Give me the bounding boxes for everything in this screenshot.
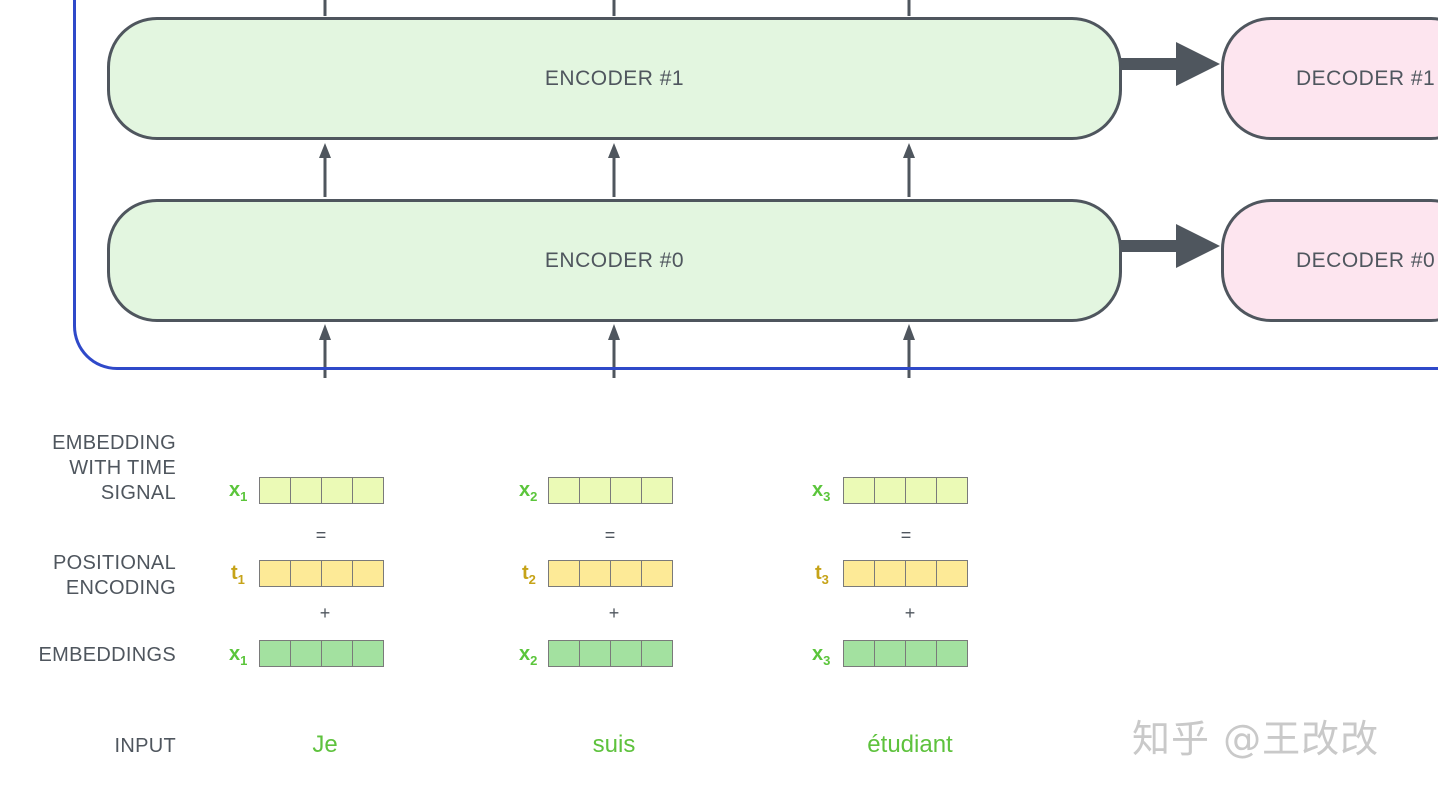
embedding-vector-3 xyxy=(843,640,968,667)
row-label-positional: POSITIONAL ENCODING xyxy=(52,552,176,599)
signal-vector-2 xyxy=(548,477,673,504)
encoder-0-box: ENCODER #0 xyxy=(107,199,1122,322)
input-word-etudiant: étudiant xyxy=(867,731,953,758)
input-word-suis: suis xyxy=(592,731,636,758)
decoder-1-box: DECODER #1 xyxy=(1221,17,1438,140)
signal-symbol-x3: x3 xyxy=(812,479,831,504)
arrowhead-mid-1 xyxy=(319,143,331,158)
watermark-text: 知乎 @王改改 xyxy=(1132,717,1380,761)
signal-symbol-x1: x1 xyxy=(229,479,248,504)
encoder-stack-frame xyxy=(73,0,1438,370)
arrowhead-in-1 xyxy=(319,324,331,340)
input-word-je: Je xyxy=(312,731,338,758)
decoder-1-label: DECODER #1 xyxy=(1296,66,1436,90)
row-label-input: INPUT xyxy=(114,735,176,757)
positional-symbol-t1: t1 xyxy=(231,562,245,587)
enc1-dec1-arrow-shaft xyxy=(1121,58,1177,70)
encoder-0-label: ENCODER #0 xyxy=(544,248,685,272)
signal-vector-1 xyxy=(259,477,384,504)
encoder-1-box: ENCODER #1 xyxy=(107,17,1122,140)
equals-sign-2: = xyxy=(604,525,616,545)
embedding-symbol-x1: x1 xyxy=(229,643,248,668)
arrowhead-mid-2 xyxy=(608,143,620,158)
enc0-dec0-arrow-shaft xyxy=(1121,240,1177,252)
positional-vector-1 xyxy=(259,560,384,587)
positional-symbol-t3: t3 xyxy=(815,562,829,587)
embedding-vector-2 xyxy=(548,640,673,667)
equals-sign-1: = xyxy=(315,525,327,545)
decoder-0-label: DECODER #0 xyxy=(1296,248,1436,272)
embedding-symbol-x3: x3 xyxy=(812,643,831,668)
embedding-symbol-x2: x2 xyxy=(519,643,538,668)
embedding-vector-1 xyxy=(259,640,384,667)
decoder-0-box: DECODER #0 xyxy=(1221,199,1438,322)
row-label-signal: EMBEDDING WITH TIME SIGNAL xyxy=(52,432,176,504)
arrowhead-in-2 xyxy=(608,324,620,340)
arrowhead-in-3 xyxy=(903,324,915,340)
positional-symbol-t2: t2 xyxy=(522,562,536,587)
plus-sign-3: + xyxy=(904,603,916,623)
positional-vector-2 xyxy=(548,560,673,587)
plus-sign-1: + xyxy=(319,603,331,623)
encoder-1-label: ENCODER #1 xyxy=(544,66,685,90)
enc0-dec0-arrowhead xyxy=(1176,224,1220,268)
signal-symbol-x2: x2 xyxy=(519,479,538,504)
arrowhead-mid-3 xyxy=(903,143,915,158)
signal-vector-3 xyxy=(843,477,968,504)
row-label-embeddings: EMBEDDINGS xyxy=(38,644,176,666)
positional-vector-3 xyxy=(843,560,968,587)
enc1-dec1-arrowhead xyxy=(1176,42,1220,86)
equals-sign-3: = xyxy=(900,525,912,545)
plus-sign-2: + xyxy=(608,603,620,623)
